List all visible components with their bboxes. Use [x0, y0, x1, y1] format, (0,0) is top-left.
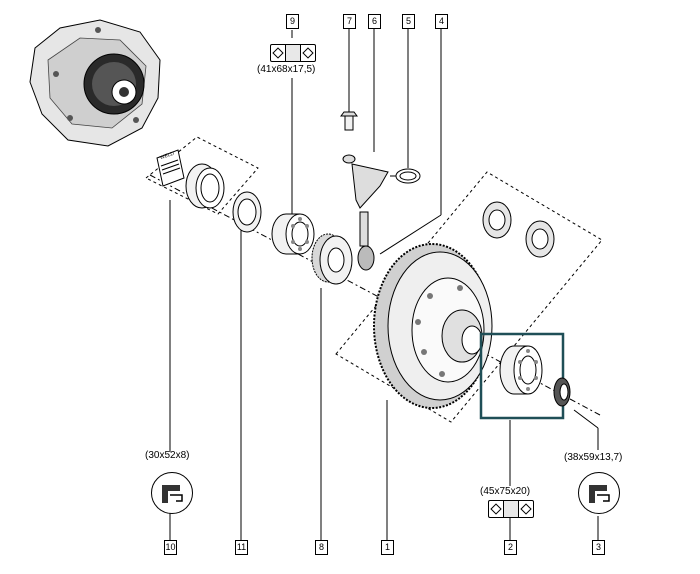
pinion-6-drawing: [340, 111, 421, 271]
seal-kit-card: [156, 149, 185, 187]
callout-3[interactable]: 3: [592, 540, 605, 555]
bearing-outer-left-icon: [489, 501, 503, 517]
bearing-inner-icon: [285, 45, 301, 61]
thrust-washers-drawing: [482, 201, 555, 258]
callout-9[interactable]: 9: [286, 14, 299, 29]
callout-1[interactable]: 1: [381, 540, 394, 555]
bearing-2-highlight-box: [479, 332, 565, 420]
leader-lines: [169, 25, 599, 540]
gearbox-housing-illustration: [29, 19, 161, 147]
callout-2[interactable]: 2: [504, 540, 517, 555]
differential-crown-wheel-drawing: [373, 243, 493, 409]
bearing-icon: [270, 44, 316, 62]
callout-11[interactable]: 11: [235, 540, 248, 555]
seal-3-drawing: [553, 377, 571, 407]
seal-10-drawing: [185, 163, 225, 209]
bearing-icon: [488, 500, 534, 518]
bearing-2-drawing: [499, 345, 543, 395]
bearing-2-dimensions: (45x75x20): [480, 486, 531, 497]
bearing-outer-right-icon: [519, 501, 533, 517]
callout-7[interactable]: 7: [343, 14, 356, 29]
lip-seal-icon: [578, 472, 620, 514]
gear-8-drawing: [311, 233, 353, 285]
callout-5[interactable]: 5: [402, 14, 415, 29]
callout-8[interactable]: 8: [315, 540, 328, 555]
callout-6[interactable]: 6: [368, 14, 381, 29]
bearing-outer-left-icon: [271, 45, 285, 61]
seal-3-dimensions: (38x59x13,7): [564, 452, 623, 463]
callout-4[interactable]: 4: [435, 14, 448, 29]
lip-seal-icon: [151, 472, 193, 514]
seal-10-dimensions: (30x52x8): [145, 450, 190, 461]
bearing-9-drawing: [271, 213, 315, 255]
bearing-9-dimensions: (41x68x17,5): [257, 64, 316, 75]
seal-11-drawing: [232, 191, 262, 233]
bearing-inner-icon: [503, 501, 519, 517]
bearing-outer-right-icon: [301, 45, 315, 61]
callout-10[interactable]: 10: [164, 540, 177, 555]
